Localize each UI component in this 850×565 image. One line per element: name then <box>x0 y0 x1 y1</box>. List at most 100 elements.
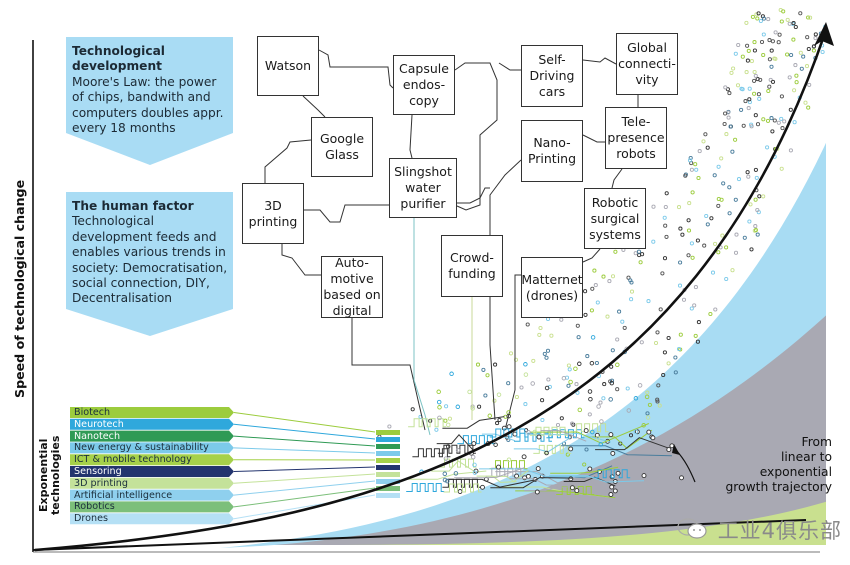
dot <box>742 235 747 240</box>
dot <box>702 243 707 248</box>
circuit-pad <box>641 423 646 428</box>
dot <box>559 317 564 322</box>
dot <box>806 46 811 52</box>
dot <box>753 113 758 118</box>
dot <box>492 398 497 403</box>
dot <box>639 340 644 345</box>
dot <box>633 251 638 256</box>
dot <box>716 203 721 208</box>
technology-arrow <box>70 489 234 501</box>
dot <box>681 297 687 302</box>
dot <box>733 250 739 255</box>
info-box-shape <box>66 192 233 336</box>
band-gray <box>260 300 832 545</box>
dot <box>549 333 554 338</box>
dot <box>770 129 775 134</box>
circuit-trace <box>442 416 505 429</box>
dot <box>574 382 579 387</box>
dot <box>662 350 667 355</box>
dot <box>761 32 766 37</box>
technology-label: ICT & mobile technology <box>74 454 192 466</box>
dot <box>664 191 669 196</box>
circuit-pad <box>569 485 575 491</box>
dot <box>696 320 701 325</box>
circuit-pad <box>455 448 461 453</box>
dot <box>695 339 700 344</box>
info-box-text: Moore's Law: the power of chips, bandwit… <box>72 74 224 136</box>
dot <box>696 175 701 181</box>
circuit-pad <box>650 435 656 441</box>
dot <box>690 255 695 260</box>
circuit-pad <box>536 434 542 440</box>
linear-line <box>32 519 807 551</box>
dot <box>798 50 803 55</box>
connector <box>457 187 490 204</box>
dot <box>538 325 543 331</box>
circuit-pad <box>534 489 540 495</box>
dot <box>626 275 631 280</box>
dot <box>753 73 758 78</box>
dot <box>746 106 751 111</box>
circuit-trace <box>454 467 525 479</box>
dot <box>799 66 804 71</box>
dot <box>493 362 498 367</box>
circuit-board <box>405 335 684 499</box>
dot <box>666 335 671 341</box>
dot <box>585 354 590 359</box>
dot <box>443 418 448 423</box>
technology-arrow <box>70 442 234 454</box>
dot <box>733 137 738 142</box>
dot <box>773 30 778 35</box>
dot <box>739 86 744 91</box>
watermark: 工业4俱乐部 <box>676 515 842 545</box>
dot <box>767 38 772 43</box>
dot <box>746 48 751 53</box>
dot <box>506 381 511 386</box>
dot <box>724 245 729 250</box>
dot <box>617 309 622 314</box>
dot <box>613 249 618 254</box>
dot <box>477 404 482 409</box>
dot <box>725 87 730 92</box>
dot <box>755 16 760 21</box>
dot <box>779 116 784 121</box>
info-box-technological-development: Technological development Moore's Law: t… <box>72 44 230 136</box>
dot <box>625 386 630 391</box>
circuit-trace <box>570 423 609 433</box>
circuit-pad <box>633 396 639 401</box>
dot <box>686 218 691 223</box>
technology-chip <box>376 493 400 498</box>
circuit-trace <box>405 470 487 480</box>
dot <box>628 433 634 438</box>
circuit-trace <box>550 466 619 474</box>
dot <box>656 383 661 388</box>
dot <box>615 337 620 342</box>
dot <box>752 69 757 75</box>
dot <box>609 378 615 383</box>
dot <box>735 83 741 88</box>
circuit-pad <box>599 419 604 424</box>
dot <box>655 399 660 404</box>
technology-chip <box>376 465 400 470</box>
dot <box>673 355 678 360</box>
circuit-pad <box>523 372 529 377</box>
circuit-pad <box>455 404 461 410</box>
dot <box>566 363 571 368</box>
dot <box>661 372 666 378</box>
dot <box>722 121 727 127</box>
node-self-driving-cars: Self- Driving cars <box>521 45 583 107</box>
dot <box>651 204 656 209</box>
circuit-trace <box>436 434 475 452</box>
dot <box>709 216 714 221</box>
dot <box>587 412 592 417</box>
circuit-pad <box>679 475 684 481</box>
technology-arrow <box>70 513 234 525</box>
dot <box>804 64 810 69</box>
dot <box>759 39 765 45</box>
circuit-pad <box>615 470 621 476</box>
dot <box>662 256 668 261</box>
dot <box>678 332 683 337</box>
dot <box>555 422 561 428</box>
circuit-pad <box>544 450 549 456</box>
circuit-pad <box>561 375 567 381</box>
